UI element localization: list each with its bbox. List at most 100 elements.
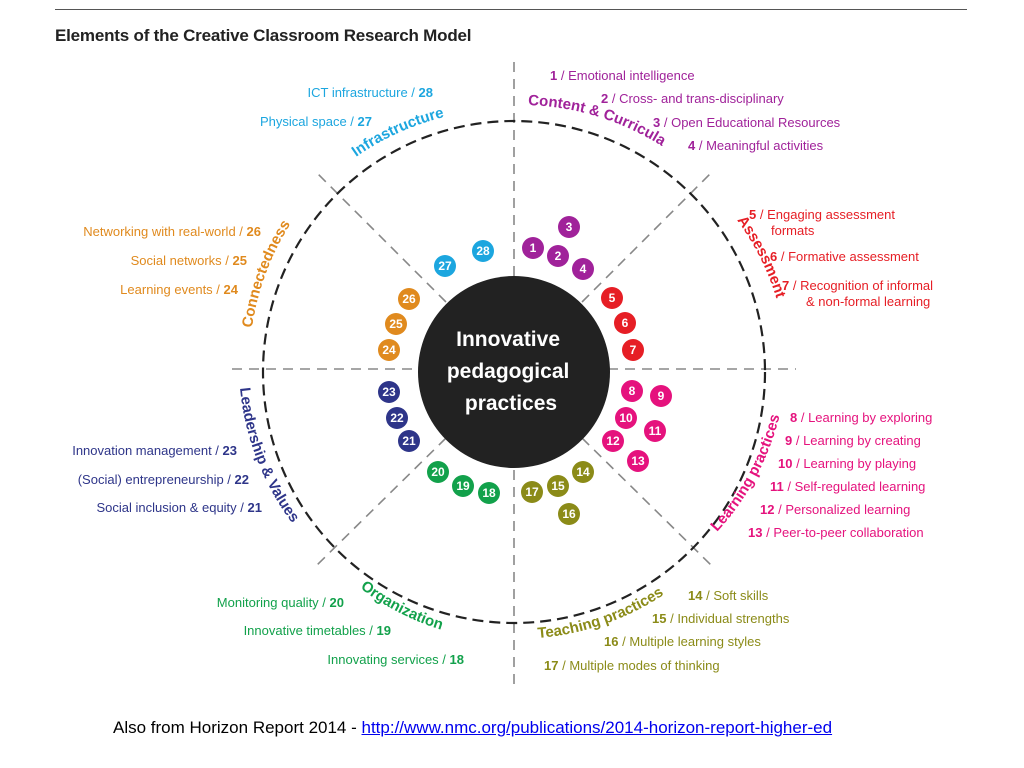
dot-circle — [614, 312, 636, 334]
dot-23: 23 — [378, 381, 400, 403]
label-separator: / — [660, 115, 671, 130]
label-number: 8 — [790, 410, 797, 425]
label-separator: / — [797, 410, 808, 425]
label-separator: / — [756, 207, 767, 222]
label-number: 28 — [419, 85, 433, 100]
page-title: Elements of the Creative Classroom Resea… — [55, 26, 472, 45]
label-number: 15 — [652, 611, 666, 626]
label-separator: / — [792, 433, 803, 448]
dot-14: 14 — [572, 461, 594, 483]
label-separator: / — [618, 634, 629, 649]
dot-number: 9 — [658, 389, 665, 403]
dot-20: 20 — [427, 461, 449, 483]
dot-22: 22 — [386, 407, 408, 429]
label-separator: / — [777, 249, 788, 264]
footer-prefix: Also from Horizon Report 2014 - — [113, 718, 362, 737]
dot-number: 25 — [389, 317, 403, 331]
dot-number: 5 — [609, 291, 616, 305]
dot-number: 10 — [619, 411, 633, 425]
element-label-4: 4 / Meaningful activities — [688, 138, 824, 153]
dot-2: 2 — [547, 245, 569, 267]
label-separator: / — [608, 91, 619, 106]
label-number: 16 — [604, 634, 618, 649]
element-label-22: (Social) entrepreneurship / 22 — [78, 472, 249, 487]
divider-diagonal-ne — [581, 171, 713, 303]
label-number: 11 — [770, 479, 784, 494]
dot-circle — [644, 420, 666, 442]
dot-24: 24 — [378, 339, 400, 361]
element-label-7-line2: & non-formal learning — [806, 294, 930, 309]
label-number: 5 — [749, 207, 756, 222]
dot-circle — [558, 503, 580, 525]
element-label-10: 10 / Learning by playing — [778, 456, 916, 471]
label-text: Networking with real-world — [83, 224, 235, 239]
dot-number: 27 — [438, 259, 452, 273]
dot-1: 1 — [522, 237, 544, 259]
label-number: 21 — [248, 500, 262, 515]
footer-link[interactable]: http://www.nmc.org/publications/2014-hor… — [361, 718, 833, 737]
element-label-18: Innovating services / 18 — [327, 652, 464, 667]
label-text: Learning by playing — [803, 456, 916, 471]
element-label-25: Social networks / 25 — [131, 253, 247, 268]
label-text: Innovating services — [327, 652, 439, 667]
element-label-5-line2: formats — [771, 223, 815, 238]
element-label-24: Learning events / 24 — [120, 282, 239, 297]
dot-circle — [602, 430, 624, 452]
dot-circle — [558, 216, 580, 238]
dot-11: 11 — [644, 420, 666, 442]
dot-number: 13 — [631, 454, 645, 468]
label-number: 27 — [358, 114, 372, 129]
dot-number: 12 — [606, 434, 620, 448]
element-label-5: 5 / Engaging assessment — [749, 207, 895, 222]
dot-5: 5 — [601, 287, 623, 309]
dot-number: 19 — [456, 479, 470, 493]
dot-circle — [572, 461, 594, 483]
divider-diagonal-se — [581, 437, 713, 567]
dot-number: 15 — [551, 479, 565, 493]
divider-diagonal-sw — [315, 437, 447, 567]
label-text: Learning by creating — [803, 433, 921, 448]
dot-13: 13 — [627, 450, 649, 472]
label-text: Self-regulated learning — [795, 479, 926, 494]
dot-16: 16 — [558, 503, 580, 525]
label-number: 2 — [601, 91, 608, 106]
element-label-28: ICT infrastructure / 28 — [308, 85, 434, 100]
dot-number: 24 — [382, 343, 396, 357]
dot-number: 22 — [390, 411, 404, 425]
dot-circle — [398, 430, 420, 452]
dot-circle — [427, 461, 449, 483]
dot-number: 28 — [476, 244, 490, 258]
label-text: Soft skills — [713, 588, 768, 603]
label-number: 17 — [544, 658, 558, 673]
label-separator: / — [236, 224, 247, 239]
label-number: 1 — [550, 68, 557, 83]
dot-circle — [378, 381, 400, 403]
label-number: 9 — [785, 433, 792, 448]
dot-circle — [478, 482, 500, 504]
label-number: 12 — [760, 502, 774, 517]
label-separator: / — [224, 472, 235, 487]
label-text: Open Educational Resources — [671, 115, 841, 130]
label-separator: / — [212, 443, 223, 458]
label-text: Social inclusion & equity — [96, 500, 237, 515]
dot-circle — [650, 385, 672, 407]
label-text: Recognition of informal — [800, 278, 933, 293]
dot-9: 9 — [650, 385, 672, 407]
element-label-23: Innovation management / 23 — [72, 443, 237, 458]
label-separator: / — [213, 282, 224, 297]
element-label-19: Innovative timetables / 19 — [244, 623, 391, 638]
dot-27: 27 — [434, 255, 456, 277]
label-text: Innovation management — [72, 443, 212, 458]
label-text: Social networks — [131, 253, 223, 268]
label-separator: / — [408, 85, 419, 100]
label-separator: / — [558, 658, 569, 673]
dot-17: 17 — [521, 481, 543, 503]
arc-label-infrastructure: Infrastructure — [349, 104, 446, 160]
dot-circle — [615, 407, 637, 429]
element-label-26: Networking with real-world / 26 — [83, 224, 261, 239]
label-separator: / — [762, 525, 773, 540]
label-text: Meaningful activities — [706, 138, 824, 153]
dot-circle — [522, 237, 544, 259]
element-label-21: Social inclusion & equity / 21 — [96, 500, 262, 515]
